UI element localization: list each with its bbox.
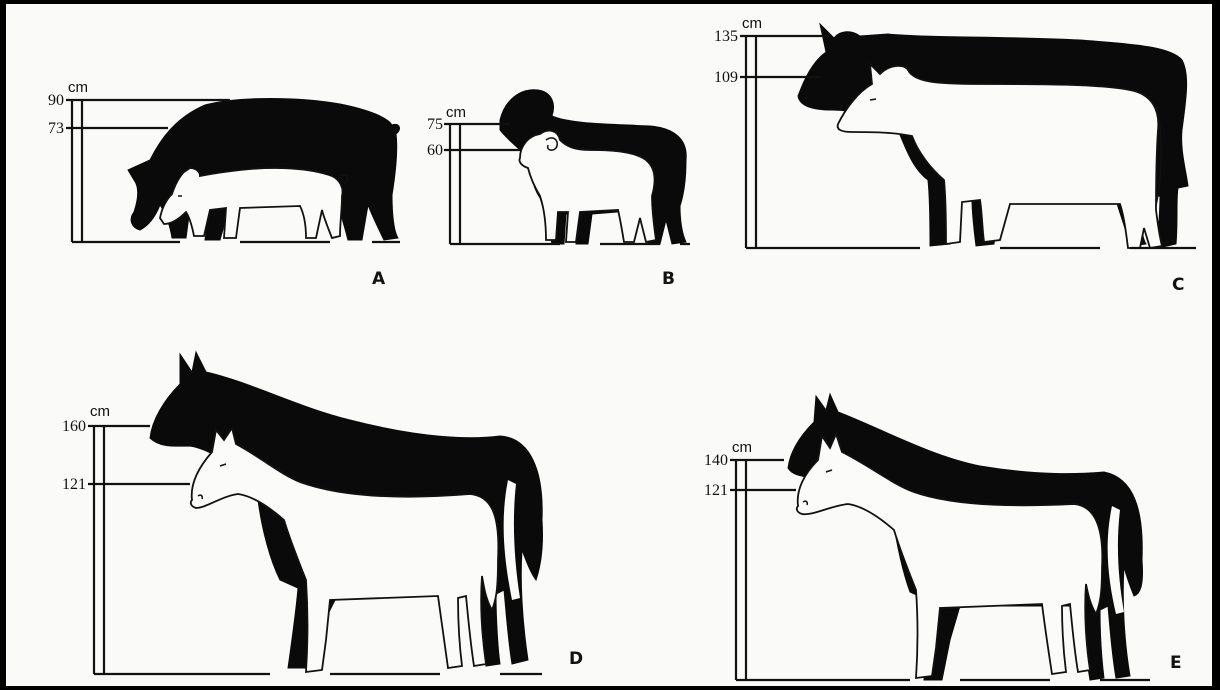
height-label-domestic-c: 109 — [714, 69, 738, 86]
panel-e: 140 121 cm E — [704, 394, 1182, 680]
panel-label-d: D — [569, 649, 583, 669]
height-label-domestic-a: 73 — [48, 120, 64, 137]
figure-sheet: 90 73 cm A 75 60 cm B — [6, 4, 1212, 686]
panel-b: 75 60 cm B — [427, 90, 690, 289]
unit-label-a: cm — [68, 79, 88, 96]
unit-label-c: cm — [742, 15, 762, 32]
panel-label-c: C — [1172, 275, 1184, 295]
height-label-domestic-e: 121 — [704, 482, 728, 499]
domestic-cattle-eye — [870, 99, 876, 100]
comparison-figure: 90 73 cm A 75 60 cm B — [6, 4, 1212, 686]
height-label-wild-e: 140 — [704, 452, 728, 469]
panel-d: 160 121 cm D — [62, 352, 583, 674]
panel-a: 90 73 cm A — [48, 79, 400, 289]
domestic-cattle-silhouette — [838, 64, 1162, 248]
height-label-wild-a: 90 — [48, 92, 64, 109]
height-label-domestic-d: 121 — [62, 476, 86, 493]
unit-label-d: cm — [90, 403, 110, 420]
panel-label-e: E — [1170, 653, 1182, 673]
height-label-wild-d: 160 — [62, 418, 86, 435]
unit-label-b: cm — [446, 104, 466, 121]
height-label-domestic-b: 60 — [427, 142, 443, 159]
height-label-wild-c: 135 — [714, 28, 738, 45]
height-label-wild-b: 75 — [427, 116, 443, 133]
panel-label-a: A — [372, 269, 386, 289]
panel-c: 135 109 cm C — [714, 15, 1196, 295]
panel-label-b: B — [662, 269, 675, 289]
unit-label-e: cm — [732, 439, 752, 456]
